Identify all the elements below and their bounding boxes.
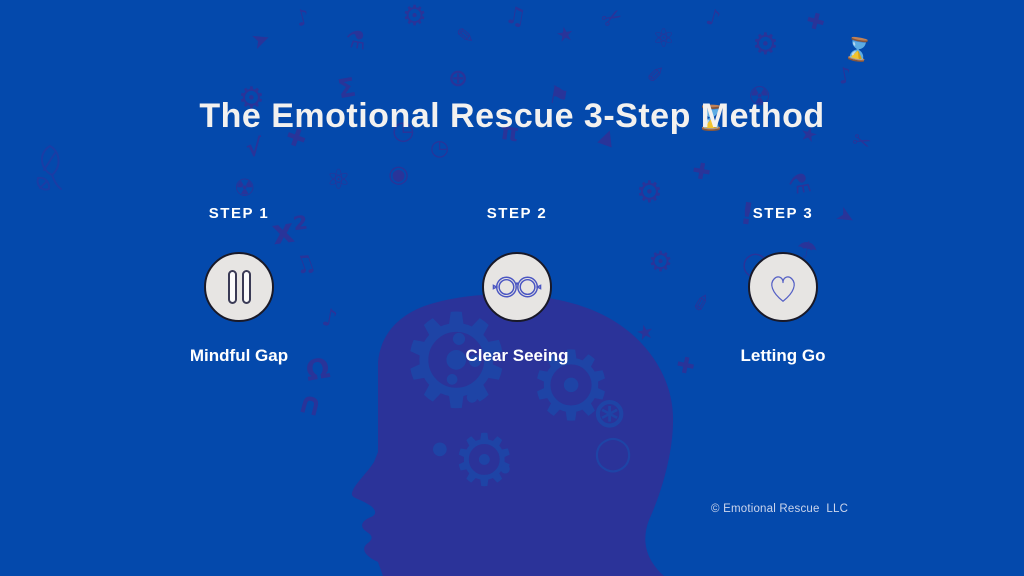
step-3-label: STEP 3 [752,205,814,222]
step-3-block: STEP 3 Letting Go [673,205,893,366]
wheel-icon: ⊛ [592,388,628,437]
brain-cloud-icon: ⚗ [342,24,369,56]
eye-icon: ◉ [388,160,409,188]
leaf-doodle-icon [36,144,62,191]
brain-cloud-icon: ✏ [449,21,480,53]
glasses-icon [492,276,542,298]
brain-cloud-icon: ⚙ [752,27,779,62]
step-2-block: STEP 2 Clear Seeing [407,205,627,366]
brain-cloud-icon: ♪ [835,62,855,91]
brain-cloud-icon: ★ [633,318,657,346]
brain-cloud-icon: ⌛ [842,35,874,66]
pause-bar-left [227,270,237,304]
brain-cloud-icon: ⊕ [448,64,469,92]
head-gear-icon: ● [432,438,448,459]
brain-cloud-icon: ★ [554,20,576,48]
step-1-label: STEP 1 [208,205,270,222]
head-gear-icon: ● [446,371,459,387]
brain-cloud-icon: ✚ [690,158,713,187]
step-3-name: Letting Go [740,346,826,365]
brain-cloud-icon: ⚛ [326,163,352,196]
step-1-circle [204,252,274,322]
brain-cloud-icon: ⚗ [785,168,814,202]
brain-cloud-icon: ✂ [596,0,628,36]
step-1-block: STEP 1 Mindful Gap [129,205,349,366]
step-2-label: STEP 2 [486,205,548,222]
brain-cloud-icon: ✏ [641,59,673,91]
head-gear-icon: ● [466,389,479,405]
step-2-name: Clear Seeing [465,346,569,365]
brain-cloud-icon: √ [244,133,264,163]
brain-cloud-icon: ⚛ [652,24,676,54]
brain-cloud-icon: ♫ [502,0,529,32]
heart-icon [771,275,795,302]
brain-cloud-icon: ➤ [248,25,274,56]
circle-outline-icon: ◯ [594,433,633,473]
step-3-circle [748,252,818,322]
step-2-circle [482,252,552,322]
brain-cloud-icon: ✚ [803,8,828,37]
brain-cloud-icon: ⚙ [648,245,674,278]
brain-cloud-icon: ♪ [703,4,724,33]
clock-icon: ◷ [430,136,450,161]
brain-cloud-icon: ⚙ [402,0,428,32]
copyright-text: © Emotional Rescue LLC [711,503,849,515]
pause-icon [227,270,251,304]
magnet-icon: ∩ [294,384,327,425]
head-gear-icon: ● [500,461,511,475]
step-1-name: Mindful Gap [189,346,289,365]
brain-cloud-icon: ♪ [292,4,313,33]
slide-title: The Emotional Rescue 3-Step Method [199,97,825,135]
brain-cloud-icon: ⚙ [636,175,663,210]
brain-cloud-icon: ☢ [234,174,256,202]
pause-bar-right [241,270,251,304]
gear-small-icon: ⚙ [452,418,517,502]
